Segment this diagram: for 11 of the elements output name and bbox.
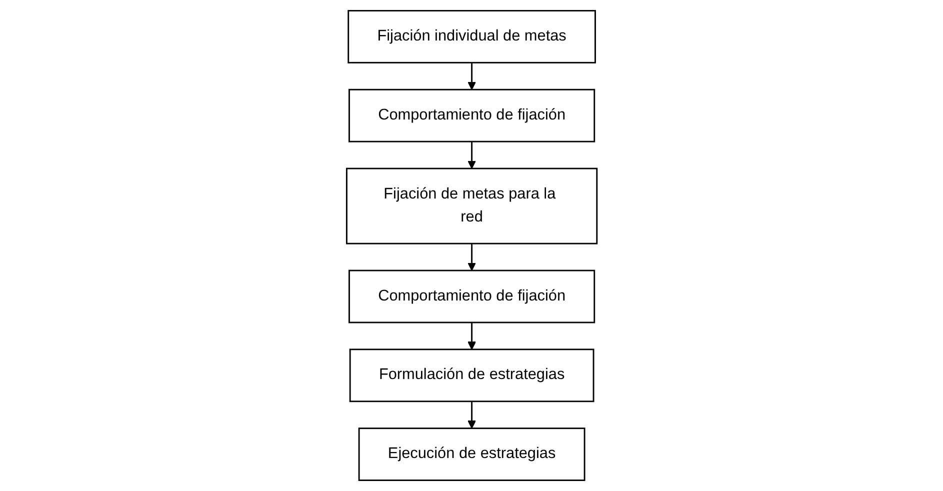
arrow	[467, 322, 476, 350]
arrow	[467, 401, 476, 429]
arrow	[467, 62, 476, 90]
node-box: Fijación de metas para la red	[346, 168, 598, 244]
node-box: Ejecución de estrategias	[358, 428, 585, 481]
node-box: Comportamiento de fijación	[348, 88, 595, 142]
node-box: Comportamiento de fijación	[348, 270, 595, 324]
arrow	[467, 244, 476, 271]
node-box: Formulación de estrategias	[349, 348, 594, 402]
node-box: Fijación individual de metas	[347, 10, 596, 64]
arrow	[467, 142, 476, 169]
